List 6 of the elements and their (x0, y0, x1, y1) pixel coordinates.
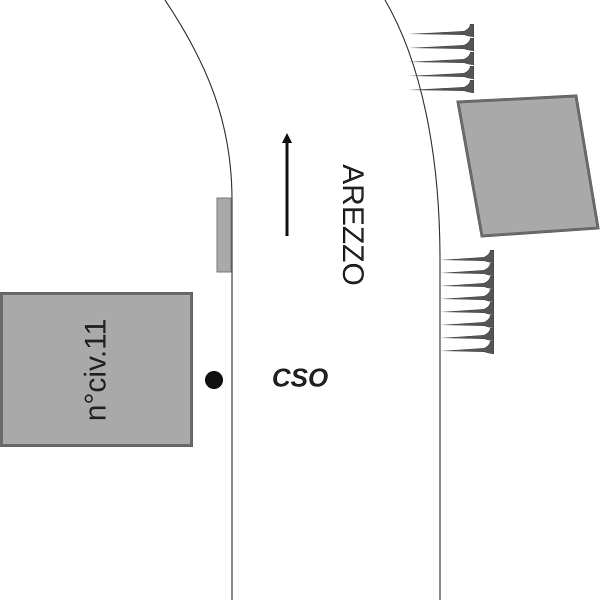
road-sign-bar (216, 197, 232, 273)
direction-label: AREZZO (335, 164, 369, 286)
point-label: CSO (272, 362, 328, 394)
building-shape (456, 94, 600, 238)
building-box (0, 292, 193, 447)
building-label: n°civ.11 (80, 318, 114, 421)
